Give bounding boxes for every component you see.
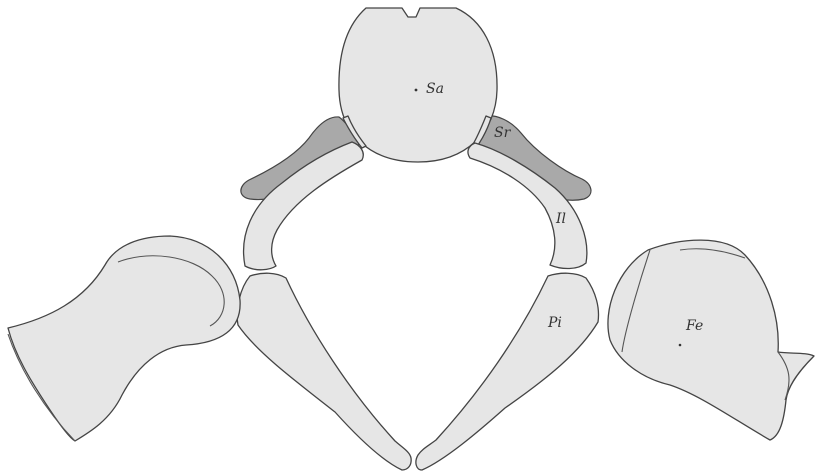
pubis-ischium-right bbox=[416, 273, 599, 470]
label-sacrum: Sa bbox=[426, 81, 444, 97]
label-femur: Fe bbox=[685, 318, 703, 334]
label-pubis-ischium: Pi bbox=[547, 315, 562, 331]
femur-left bbox=[8, 236, 240, 441]
sacrum-dot bbox=[415, 89, 418, 92]
label-sacral-rib: Sr bbox=[494, 125, 512, 141]
pubis-ischium-left bbox=[237, 273, 411, 470]
sacrum-bone bbox=[339, 8, 497, 162]
femur-dot bbox=[679, 344, 682, 347]
label-ilium: Il bbox=[555, 211, 566, 227]
femur-right bbox=[608, 240, 814, 440]
